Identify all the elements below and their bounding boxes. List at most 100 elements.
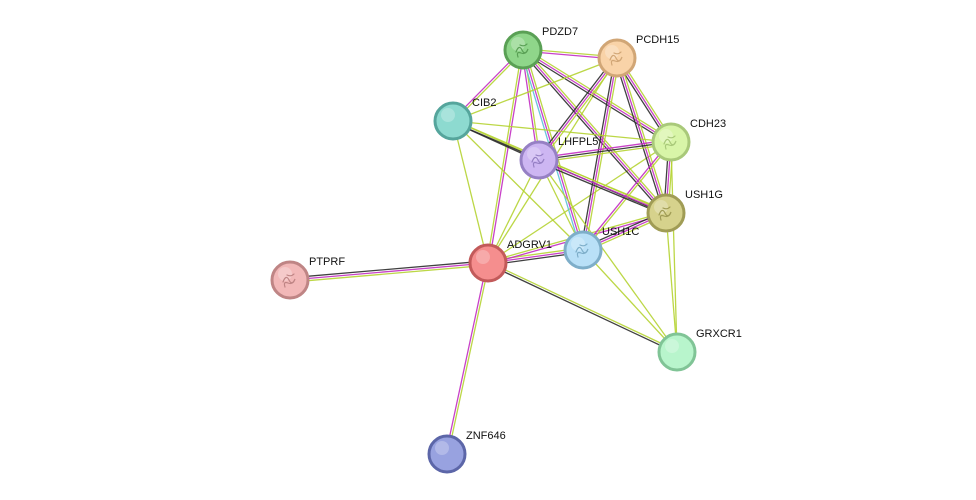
edge-adgrv1-pdzd7 — [486, 49, 525, 264]
edge-line-textmining — [582, 249, 678, 353]
edge-line-experiments — [522, 49, 672, 143]
edge-line-textmining — [452, 57, 618, 122]
node-circle[interactable] — [563, 230, 603, 270]
edge-cib2-cdh23 — [452, 120, 672, 143]
edge-adgrv1-grxcr1 — [487, 261, 678, 354]
node-circle[interactable] — [433, 101, 473, 141]
node-circle[interactable] — [427, 434, 467, 474]
edge-line-textmining — [290, 264, 489, 283]
node-label: ZNF646 — [466, 430, 506, 442]
edge-line-experiments — [289, 262, 489, 281]
edge-line-coexpression — [520, 51, 665, 215]
edge-line-coexpression — [536, 56, 616, 160]
protein-structure-icon — [531, 153, 545, 168]
edge-line-textmining — [539, 157, 668, 212]
edge-cib2-ush1c — [452, 120, 584, 251]
protein-structure-icon — [658, 206, 672, 221]
node-grxcr1[interactable]: GRXCR1 — [657, 328, 742, 372]
edge-line-coexpression — [538, 141, 672, 161]
edge-line-textmining — [584, 58, 620, 251]
edge-pcdh15-ush1g — [614, 57, 669, 214]
node-label: LHFPL5 — [558, 136, 598, 148]
edge-line-textmining — [452, 120, 489, 264]
edge-adgrv1-znf646 — [445, 262, 490, 455]
node-ush1c[interactable]: USH1C — [563, 226, 639, 270]
node-label: CDH23 — [690, 118, 726, 130]
edge-line-experiments — [522, 49, 667, 214]
edge-pdzd7-ush1g — [520, 48, 669, 215]
edge-line-textmining — [665, 212, 678, 353]
edge-line-experiments — [488, 50, 525, 264]
edge-line-textmining — [488, 261, 678, 352]
node-circle[interactable] — [503, 30, 543, 70]
edge-line-textmining — [538, 159, 678, 353]
node-circle[interactable] — [646, 193, 686, 233]
protein-structure-icon — [575, 243, 589, 258]
node-highlight — [278, 267, 292, 281]
edge-line-coexpression — [521, 51, 671, 145]
edge-lhfpl5-ush1g — [537, 157, 668, 216]
edge-line-experiments — [445, 262, 488, 454]
node-circle[interactable] — [270, 260, 310, 300]
edge-line-coexpression — [614, 58, 665, 214]
edge-adgrv1-ptprf — [289, 260, 489, 283]
edge-pcdh15-cib2 — [452, 57, 618, 122]
edge-ush1c-grxcr1 — [582, 249, 678, 353]
edge-lhfpl5-grxcr1 — [538, 159, 678, 353]
edge-line-experiments — [616, 57, 667, 214]
node-circle[interactable] — [468, 243, 508, 283]
edge-cdh23-grxcr1 — [670, 141, 678, 353]
node-circle[interactable] — [519, 140, 559, 180]
node-cdh23[interactable]: CDH23 — [651, 118, 726, 162]
edge-line-textmining — [486, 49, 523, 263]
node-label: ADGRV1 — [507, 239, 552, 251]
node-ush1g[interactable]: USH1G — [646, 189, 723, 233]
edge-line-experiments — [538, 159, 667, 214]
edge-pcdh15-lhfpl5 — [536, 56, 620, 162]
node-highlight — [441, 108, 455, 122]
node-pcdh15[interactable]: PCDH15 — [597, 34, 679, 78]
edge-adgrv1-cdh23 — [487, 141, 672, 264]
node-label: PCDH15 — [636, 34, 679, 46]
node-highlight — [605, 45, 619, 59]
edge-line-experiments — [538, 57, 618, 161]
node-label: USH1G — [685, 189, 723, 201]
edge-line-coexpression — [289, 260, 488, 279]
node-adgrv1[interactable]: ADGRV1 — [468, 239, 552, 283]
edge-line-coexpression — [537, 161, 666, 216]
edge-line-experiments — [538, 139, 671, 159]
node-circle[interactable] — [651, 122, 691, 162]
node-label: USH1C — [602, 226, 639, 238]
node-highlight — [476, 250, 490, 264]
protein-structure-icon — [282, 273, 296, 288]
node-znf646[interactable]: ZNF646 — [427, 430, 506, 474]
edge-line-textmining — [670, 141, 678, 353]
protein-structure-icon — [515, 43, 529, 58]
node-pdzd7[interactable]: PDZD7 — [503, 26, 578, 70]
edge-line-textmining — [447, 263, 490, 455]
node-highlight — [511, 37, 525, 51]
node-highlight — [654, 200, 668, 214]
node-label: PDZD7 — [542, 26, 578, 38]
edge-line-experiments — [581, 140, 671, 250]
node-lhfpl5[interactable]: LHFPL5 — [519, 136, 598, 180]
node-label: CIB2 — [472, 97, 496, 109]
edge-line-textmining — [452, 120, 584, 251]
edge-line-textmining — [452, 120, 672, 143]
node-label: GRXCR1 — [696, 328, 742, 340]
node-highlight — [527, 147, 541, 161]
edge-ush1g-grxcr1 — [665, 212, 678, 353]
node-highlight — [665, 339, 679, 353]
edge-line-textmining — [539, 143, 672, 163]
edge-line-coexpression — [487, 263, 677, 354]
node-circle[interactable] — [597, 38, 637, 78]
node-highlight — [571, 237, 585, 251]
node-ptprf[interactable]: PTPRF — [270, 256, 345, 300]
edge-line-textmining — [540, 58, 620, 162]
node-cib2[interactable]: CIB2 — [433, 97, 496, 141]
protein-structure-icon — [663, 135, 677, 150]
edge-pdzd7-cdh23 — [521, 47, 673, 145]
node-circle[interactable] — [657, 332, 697, 372]
